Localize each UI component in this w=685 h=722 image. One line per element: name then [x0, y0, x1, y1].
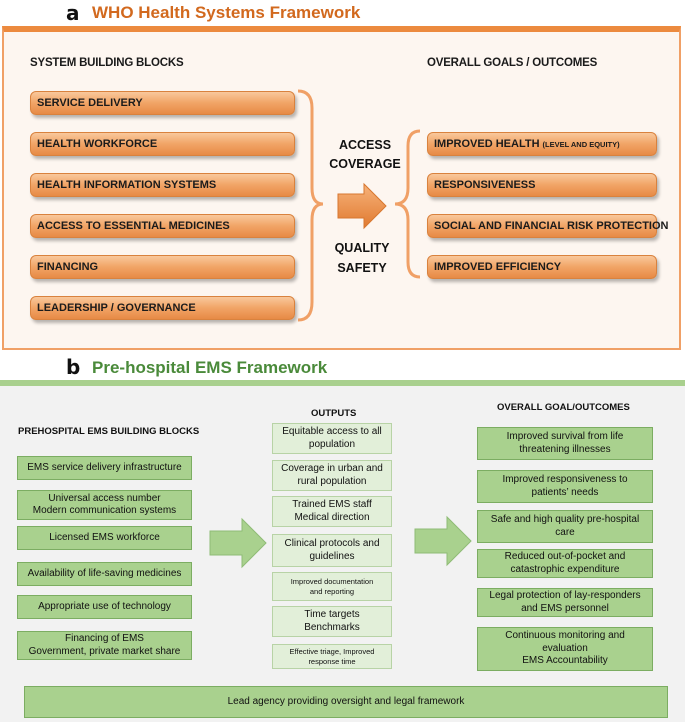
ems-block-technology: Appropriate use of technology [17, 595, 192, 619]
building-block-service-delivery: SERVICE DELIVERY [30, 91, 295, 115]
green-arrow-right-icon [414, 515, 472, 567]
lead-agency-bar: Lead agency providing oversight and lega… [24, 686, 668, 718]
system-building-blocks-heading: SYSTEM BUILDING BLOCKS [30, 57, 184, 69]
building-block-health-information-systems: HEALTH INFORMATION SYSTEMS [30, 173, 295, 197]
goal-responsiveness: RESPONSIVENESS [427, 173, 657, 197]
ems-block-medicines: Availability of life-saving medicines [17, 562, 192, 586]
overall-goals-heading: OVERALL GOALS / OUTCOMES [427, 57, 598, 69]
building-block-health-workforce: HEALTH WORKFORCE [30, 132, 295, 156]
left-bracket [297, 89, 324, 322]
building-block-access-to-medicines: ACCESS TO ESSENTIAL MEDICINES [30, 214, 295, 238]
ems-block-service-delivery: EMS service delivery infrastructure [17, 456, 192, 480]
panel-a-letter: a [66, 1, 80, 25]
green-arrow-left-icon [209, 517, 267, 569]
panel-a-title: WHO Health Systems Framework [92, 3, 361, 22]
right-arrow-icon [337, 182, 387, 230]
goal-social-financial-risk-protection: SOCIAL AND FINANCIAL RISK PROTECTION [427, 214, 668, 238]
middle-top-label: ACCESS COVERAGE [329, 138, 401, 171]
ems-block-workforce: Licensed EMS workforce [17, 526, 192, 550]
building-block-leadership-governance: LEADERSHIP / GOVERNANCE [30, 296, 295, 320]
middle-bottom-label: QUALITY SAFETY [334, 241, 390, 275]
overall-goal-outcomes-heading: OVERALL GOAL/OUTCOMES [497, 402, 630, 413]
building-block-financing: FINANCING [30, 255, 295, 279]
panel-b-title: Pre-hospital EMS Framework [92, 358, 328, 377]
prehospital-building-blocks-heading: PREHOSPITAL EMS BUILDING BLOCKS [18, 426, 200, 437]
panel-b-top-bar [0, 380, 685, 386]
right-bracket [394, 129, 421, 279]
panel-b-letter: b [66, 355, 81, 379]
goal-improved-efficiency: IMPROVED EFFICIENCY [427, 255, 657, 279]
outputs-heading: OUTPUTS [311, 408, 357, 419]
goal-improved-health: IMPROVED HEALTH(LEVEL AND EQUITY) [427, 132, 657, 156]
